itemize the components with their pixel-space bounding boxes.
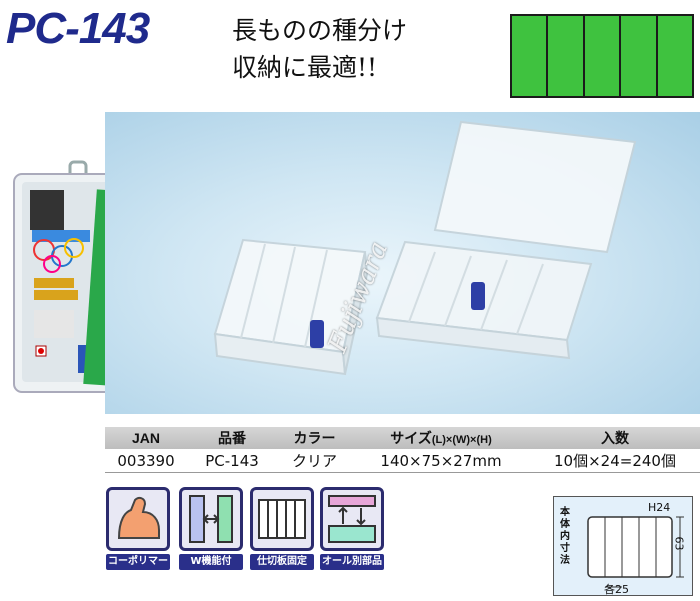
spec-header: JAN 品番 カラー サイズ(L)×(W)×(H) 入数 [105, 427, 700, 449]
cell-jan: 003390 [117, 451, 175, 470]
inner-height-label: H24 [648, 501, 671, 514]
model-number: PC-143 [6, 4, 150, 53]
feature-copolymer: コーポリマー [106, 487, 170, 570]
spec-table: JAN 品番 カラー サイズ(L)×(W)×(H) 入数 003390 PC-1… [105, 427, 700, 473]
inner-dimensions-label: 本体内寸法 [560, 507, 570, 566]
inner-width-label: 各25 [604, 583, 629, 596]
separate-parts-icon [320, 487, 384, 551]
feature-separate-parts: オール別部品 [320, 487, 384, 570]
spec-row: 003390 PC-143 クリア 140×75×27mm 10個×24=240… [105, 449, 700, 473]
product-photo: Fujiwara [105, 112, 700, 414]
inner-dimensions-diagram: 本体内寸法 H24 63 各25 [553, 496, 693, 596]
feature-fixed-divider: 仕切板固定 [250, 487, 314, 570]
tagline: 長ものの種分け 収納に最適!! [232, 12, 407, 86]
header-jan: JAN [131, 430, 160, 446]
cell-qty: 10個×24=240個 [554, 452, 676, 470]
cell-color: クリア [291, 452, 337, 470]
feature-label: W機能付 [179, 554, 243, 570]
inner-depth-label: 63 [672, 536, 686, 551]
header-color: カラー [293, 430, 336, 446]
feature-label: オール別部品 [320, 554, 384, 570]
arm-icon [106, 487, 170, 551]
w-function-icon [179, 487, 243, 551]
tagline-line1: 長ものの種分け [232, 16, 408, 45]
cell-size: 140×75×27mm [380, 451, 502, 470]
tagline-line2: 収納に最適!! [232, 53, 378, 82]
header-qty: 入数 [601, 430, 629, 446]
divider-fixed-icon [250, 487, 314, 551]
header-size: サイズ(L)×(W)×(H) [390, 430, 492, 446]
header-model: 品番 [218, 430, 246, 446]
compartment-swatch [510, 14, 694, 98]
feature-label: 仕切板固定 [250, 554, 314, 570]
cell-model: PC-143 [205, 451, 259, 470]
feature-w-function: W機能付 [179, 487, 243, 570]
feature-label: コーポリマー [106, 554, 170, 570]
